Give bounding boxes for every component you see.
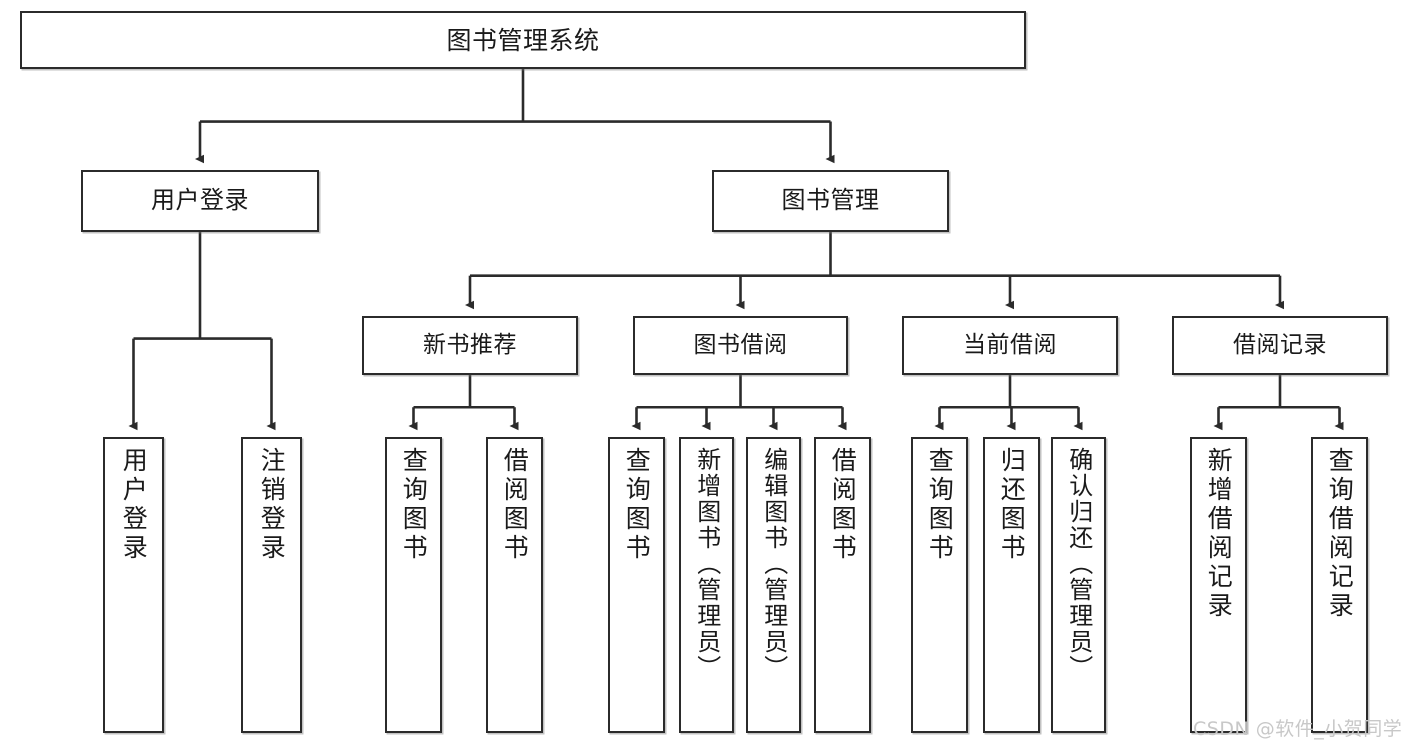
node-leaf-borrow-book-2-label: 借阅图书 xyxy=(828,447,858,563)
node-leaf-add-book-admin[interactable]: 新增图书（管理员） xyxy=(679,437,734,733)
node-new-book-recommend-label: 新书推荐 xyxy=(423,332,517,359)
node-leaf-edit-book-admin-label: 编辑图书（管理员） xyxy=(759,447,788,681)
node-user-login[interactable]: 用户登录 xyxy=(81,170,319,232)
node-root-system-label: 图书管理系统 xyxy=(446,25,600,55)
node-borrow-record-label: 借阅记录 xyxy=(1233,332,1327,359)
node-user-login-label: 用户登录 xyxy=(151,186,249,215)
node-leaf-borrow-book-1-label: 借阅图书 xyxy=(500,447,530,563)
node-leaf-query-book-1-label: 查询图书 xyxy=(399,447,429,563)
node-leaf-query-borrow-record[interactable]: 查询借阅记录 xyxy=(1311,437,1368,733)
node-current-borrow-label: 当前借阅 xyxy=(963,332,1057,359)
node-leaf-confirm-return-admin[interactable]: 确认归还（管理员） xyxy=(1051,437,1106,733)
node-leaf-user-login[interactable]: 用户登录 xyxy=(103,437,164,733)
node-leaf-query-book-1[interactable]: 查询图书 xyxy=(385,437,442,733)
node-leaf-return-book-label: 归还图书 xyxy=(997,447,1027,563)
node-leaf-query-book-3-label: 查询图书 xyxy=(925,447,955,563)
node-root-system[interactable]: 图书管理系统 xyxy=(20,11,1026,69)
node-current-borrow[interactable]: 当前借阅 xyxy=(902,316,1118,375)
node-leaf-borrow-book-1[interactable]: 借阅图书 xyxy=(486,437,543,733)
node-leaf-user-login-label: 用户登录 xyxy=(119,447,149,563)
node-new-book-recommend[interactable]: 新书推荐 xyxy=(362,316,578,375)
node-book-borrow-label: 图书借阅 xyxy=(693,332,788,359)
node-leaf-add-book-admin-label: 新增图书（管理员） xyxy=(692,447,721,681)
node-leaf-edit-book-admin[interactable]: 编辑图书（管理员） xyxy=(746,437,801,733)
node-leaf-query-book-3[interactable]: 查询图书 xyxy=(911,437,968,733)
node-leaf-return-book[interactable]: 归还图书 xyxy=(983,437,1040,733)
node-leaf-add-borrow-record[interactable]: 新增借阅记录 xyxy=(1190,437,1247,733)
node-leaf-borrow-book-2[interactable]: 借阅图书 xyxy=(814,437,871,733)
node-leaf-user-logout[interactable]: 注销登录 xyxy=(241,437,302,733)
node-leaf-confirm-return-admin-label: 确认归还（管理员） xyxy=(1064,447,1093,681)
node-leaf-query-book-2[interactable]: 查询图书 xyxy=(608,437,665,733)
node-book-borrow[interactable]: 图书借阅 xyxy=(633,316,848,375)
node-leaf-add-borrow-record-label: 新增借阅记录 xyxy=(1204,447,1234,621)
node-book-manage[interactable]: 图书管理 xyxy=(712,170,949,232)
node-borrow-record[interactable]: 借阅记录 xyxy=(1172,316,1388,375)
node-leaf-user-logout-label: 注销登录 xyxy=(257,447,287,563)
node-leaf-query-borrow-record-label: 查询借阅记录 xyxy=(1325,447,1355,621)
node-book-manage-label: 图书管理 xyxy=(781,186,880,215)
node-leaf-query-book-2-label: 查询图书 xyxy=(622,447,652,563)
